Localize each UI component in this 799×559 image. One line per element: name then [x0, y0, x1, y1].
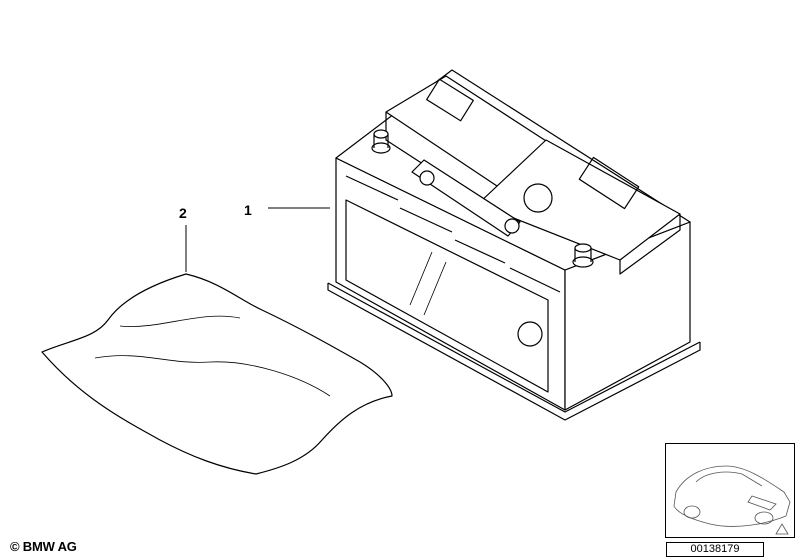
callout-part-1[interactable]: 1	[244, 202, 252, 218]
battery-illustration[interactable]	[327, 69, 701, 421]
car-thumbnail-icon	[673, 465, 791, 535]
vehicle-thumbnail	[665, 443, 795, 538]
copyright-notice: © BMW AG	[10, 539, 77, 554]
warning-triangle-icon	[775, 523, 789, 535]
callout-part-2[interactable]: 2	[179, 205, 187, 221]
diagram-number: 00138179	[666, 542, 764, 557]
bag-illustration[interactable]	[41, 273, 393, 475]
